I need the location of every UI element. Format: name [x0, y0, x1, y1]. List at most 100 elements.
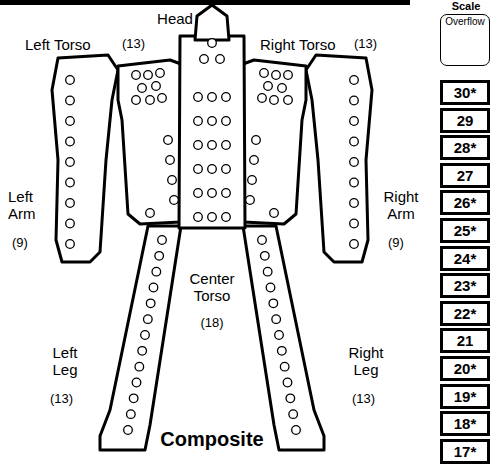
armor-pip: [144, 315, 153, 324]
armor-pip: [208, 189, 217, 198]
left-arm-outline: [52, 55, 118, 262]
armor-pip: [246, 196, 255, 205]
armor-pip: [194, 141, 203, 150]
location-name: Center Torso: [182, 270, 242, 305]
armor-pip: [144, 71, 153, 80]
location-name: Right Arm: [378, 188, 424, 223]
armor-count: (13): [122, 37, 145, 52]
armor-pip: [152, 82, 161, 91]
scale-number: 29: [443, 111, 487, 130]
scale-number: 27: [443, 166, 487, 185]
overflow-box: Overflow: [440, 14, 490, 66]
armor-pip: [284, 96, 293, 105]
center-torso-outline: [179, 36, 245, 228]
right-leg-outline: [243, 226, 324, 450]
armor-count: (18): [200, 316, 223, 331]
armor-pip: [222, 93, 231, 102]
armor-pip: [350, 117, 359, 126]
left-torso-outline: [118, 60, 181, 224]
armor-pip: [208, 93, 217, 102]
armor-pip: [216, 55, 225, 64]
armor-pip: [289, 410, 298, 419]
armor-pip: [200, 55, 209, 64]
armor-pip: [66, 219, 75, 228]
armor-pip: [194, 213, 203, 222]
armor-count: (13): [50, 392, 73, 407]
armor-pip: [135, 362, 144, 371]
location-name: Left Torso: [25, 36, 91, 53]
armor-count: (9): [12, 236, 28, 251]
scale-box: 24*: [440, 246, 490, 271]
armor-pip: [350, 96, 359, 105]
scale-box: 25*: [440, 218, 490, 243]
armor-pip: [208, 117, 217, 126]
armor-pip: [350, 240, 359, 249]
armor-pip: [264, 82, 273, 91]
armor-pip: [66, 178, 75, 187]
armor-pip: [194, 93, 203, 102]
scale-box: 29: [440, 108, 490, 133]
diagram-name: Composite: [160, 428, 263, 451]
scale-box: 26*: [440, 190, 490, 215]
armor-pip: [66, 137, 75, 146]
armor-pip: [286, 394, 295, 403]
armor-pip: [263, 267, 272, 276]
scale-number: 21: [443, 331, 487, 350]
armor-pip: [194, 189, 203, 198]
armor-pip: [292, 426, 301, 435]
scale-number: 22*: [443, 304, 487, 323]
armor-pip: [248, 176, 257, 185]
scale-number: 26*: [443, 193, 487, 212]
armor-pip: [208, 141, 217, 150]
armor-pip: [138, 84, 147, 93]
armor-pip: [269, 299, 278, 308]
armor-pip: [66, 199, 75, 208]
armor-pip: [260, 69, 269, 78]
armor-pip: [66, 158, 75, 167]
armor-pip: [350, 219, 359, 228]
armor-pip: [222, 141, 231, 150]
scale-box: 27: [440, 163, 490, 188]
scale-number: 24*: [443, 249, 487, 268]
armor-pip: [270, 96, 279, 105]
armor-pip: [66, 240, 75, 249]
scale-number: 20*: [443, 359, 487, 378]
scale-box: 28*: [440, 135, 490, 160]
armor-pip: [250, 156, 259, 165]
scale-box: 30*: [440, 80, 490, 105]
armor-pip: [208, 39, 217, 48]
armor-pip: [258, 94, 267, 103]
armor-count: (13): [352, 392, 375, 407]
armor-pip: [66, 96, 75, 105]
armor-pip: [278, 84, 287, 93]
scale-number: 18*: [443, 414, 487, 433]
armor-pip: [124, 426, 133, 435]
scale-number: 19*: [443, 387, 487, 406]
armor-pip: [222, 213, 231, 222]
armor-pip: [350, 76, 359, 85]
scale-number: 28*: [443, 138, 487, 157]
armor-pip: [350, 158, 359, 167]
scale-number: 23*: [443, 276, 487, 295]
right-torso-outline: [243, 60, 306, 224]
armor-pip: [222, 165, 231, 174]
armor-pip: [146, 209, 155, 218]
armor-pip: [141, 331, 150, 340]
location-name: Left Arm: [8, 188, 44, 223]
armor-pip: [258, 236, 267, 245]
scale-box: 18*: [440, 411, 490, 436]
armor-pip: [222, 189, 231, 198]
armor-pip: [66, 76, 75, 85]
armor-pip: [266, 283, 275, 292]
armor-pip: [222, 117, 231, 126]
scale-box: 19*: [440, 384, 490, 409]
armor-pip: [132, 378, 141, 387]
right-arm-outline: [306, 55, 372, 262]
armor-pip: [350, 199, 359, 208]
armor-pip: [158, 236, 167, 245]
armor-pip: [275, 331, 284, 340]
location-name: Right Torso: [260, 36, 336, 53]
scale-box: 20*: [440, 356, 490, 381]
